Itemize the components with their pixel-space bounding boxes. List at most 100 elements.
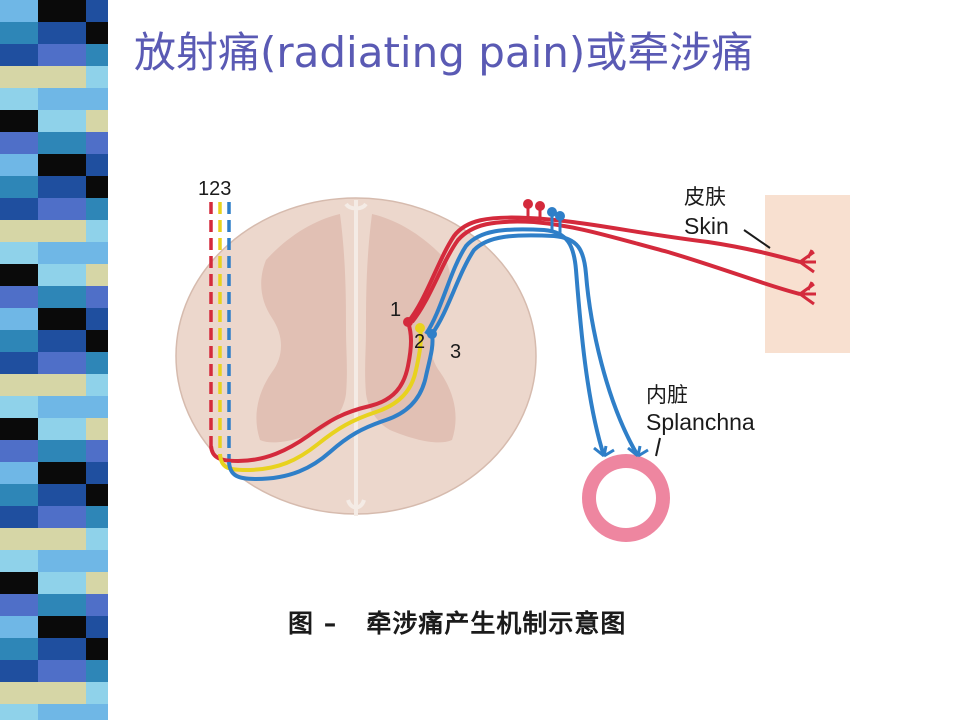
stripe-cell: [38, 286, 86, 308]
stripe-cell: [38, 528, 86, 550]
stripe-cell: [86, 132, 108, 154]
stripe-cell: [0, 506, 38, 528]
stripe-cell: [0, 396, 38, 418]
stripe-cell: [86, 308, 108, 330]
stripe-cell: [0, 132, 38, 154]
stripe-cell: [38, 682, 86, 704]
stripe-cell: [86, 594, 108, 616]
stripe-cell: [86, 44, 108, 66]
stripe-cell: [0, 88, 38, 110]
skin-pointer: [743, 229, 771, 249]
neuron-2-cell: [415, 323, 425, 333]
stripe-cell: [38, 0, 86, 22]
stripe-cell: [38, 462, 86, 484]
stripe-cell: [38, 264, 86, 286]
neuron-1-cell: [403, 317, 413, 327]
gray-matter-left: [256, 214, 347, 443]
stripe-cell: [86, 682, 108, 704]
stripe-cell: [38, 110, 86, 132]
skin-tissue: [765, 195, 850, 353]
stripe-cell: [38, 242, 86, 264]
stripe-cell: [0, 616, 38, 638]
stripe-cell: [86, 110, 108, 132]
spinal-cord-section: [175, 197, 537, 516]
skin-nerve-endings: [799, 249, 816, 306]
stripe-cell: [0, 220, 38, 242]
decorative-stripe-bar: [0, 0, 108, 720]
stripe-cell: [0, 242, 38, 264]
stripe-cell: [38, 506, 86, 528]
stripe-cell: [38, 154, 86, 176]
stripe-cell: [86, 374, 108, 396]
stripe-cell: [38, 308, 86, 330]
stripe-cell: [0, 352, 38, 374]
stripe-cell: [0, 704, 38, 720]
stripe-cell: [0, 22, 38, 44]
stripe-cell: [86, 330, 108, 352]
stripe-cell: [86, 462, 108, 484]
stripe-cell: [0, 330, 38, 352]
stripe-cell: [0, 418, 38, 440]
stripe-cell: [86, 638, 108, 660]
stripe-cell: [38, 484, 86, 506]
neuron-3-path: [227, 333, 435, 482]
stripe-cell: [38, 418, 86, 440]
skin-afferent-lower: [410, 219, 801, 324]
stripe-cell: [38, 572, 86, 594]
neuron-2-path: [218, 327, 423, 473]
dorsal-root-ganglion: [523, 199, 565, 236]
stripe-cell: [0, 176, 38, 198]
neuron-label-1: 1: [390, 299, 401, 321]
stripe-cell: [0, 308, 38, 330]
neuron-label-2: 2: [414, 331, 425, 353]
stripe-cell: [0, 154, 38, 176]
neuron-label-3: 3: [450, 341, 461, 363]
stripe-cell: [0, 572, 38, 594]
stripe-cell: [0, 66, 38, 88]
stripe-cell: [86, 506, 108, 528]
slide-title: 放射痛(radiating pain)或牵涉痛: [134, 28, 754, 77]
stripe-cell: [0, 44, 38, 66]
stripe-cell: [38, 374, 86, 396]
stripe-cell: [38, 66, 86, 88]
stripe-cell: [86, 0, 108, 22]
stripe-cell: [38, 220, 86, 242]
stripe-cell: [86, 418, 108, 440]
stripe-cell: [0, 594, 38, 616]
skin-label-cn: 皮肤: [684, 186, 726, 209]
neuron-3-cell: [427, 329, 437, 339]
stripe-cell: [0, 550, 38, 572]
neuron-1-path: [209, 321, 413, 464]
stripe-cell: [86, 616, 108, 638]
stripe-cell: [86, 88, 108, 110]
stripe-cell: [86, 572, 108, 594]
stripe-cell: [38, 176, 86, 198]
stripe-cell: [38, 132, 86, 154]
stripe-cell: [0, 374, 38, 396]
stripe-cell: [86, 66, 108, 88]
stripe-cell: [0, 0, 38, 22]
stripe-cell: [0, 286, 38, 308]
stripe-cell: [38, 88, 86, 110]
stripe-cell: [38, 550, 86, 572]
stripe-cell: [38, 198, 86, 220]
viscera-pointer: [655, 437, 661, 457]
stripe-cell: [38, 660, 86, 682]
stripe-cell: [0, 264, 38, 286]
stripe-cell: [86, 220, 108, 242]
stripe-cell: [86, 154, 108, 176]
stripe-cell: [86, 176, 108, 198]
viscera-organ: [582, 445, 670, 542]
stripe-cell: [86, 22, 108, 44]
skin-label-en: Skin: [684, 213, 729, 239]
stripe-cell: [86, 396, 108, 418]
stripe-cell: [38, 330, 86, 352]
figure-caption: 图 – 牵涉痛产生机制示意图: [288, 609, 627, 638]
stripe-cell: [86, 528, 108, 550]
stripe-cell: [0, 528, 38, 550]
stripe-cell: [38, 352, 86, 374]
stripe-cell: [86, 704, 108, 720]
stripe-cell: [0, 484, 38, 506]
stripe-cell: [86, 264, 108, 286]
stripe-cell: [86, 352, 108, 374]
